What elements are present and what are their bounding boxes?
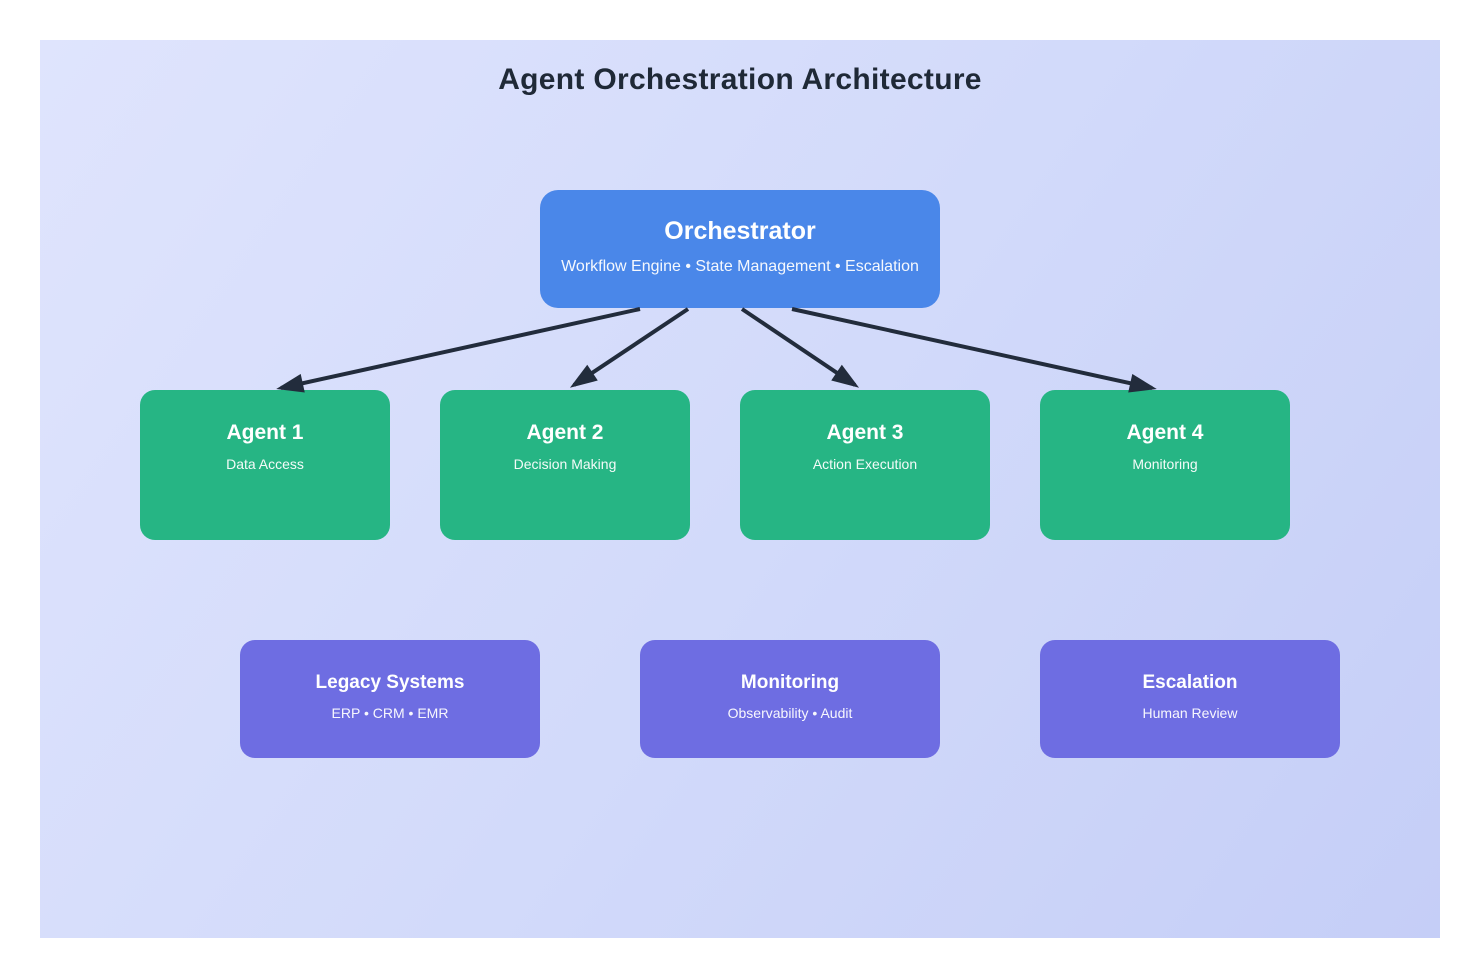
orchestrator-node-title: Orchestrator bbox=[664, 217, 816, 245]
monitoring-node-title: Monitoring bbox=[740, 672, 840, 693]
agent-3-node-subtitle: Action Execution bbox=[812, 456, 918, 472]
agent-4-node: Agent 4 Monitoring bbox=[1040, 390, 1290, 540]
agent-3-node: Agent 3 Action Execution bbox=[740, 390, 990, 540]
agent-4-node-subtitle: Monitoring bbox=[1132, 456, 1198, 472]
agent-2-node: Agent 2 Decision Making bbox=[440, 390, 690, 540]
agent-1-node-title: Agent 1 bbox=[226, 421, 304, 444]
orchestrator-node-subtitle: Workflow Engine • State Management • Esc… bbox=[561, 258, 919, 275]
escalation-node-subtitle: Human Review bbox=[1142, 705, 1238, 721]
agent-2-node-title: Agent 2 bbox=[526, 421, 604, 444]
monitoring-node-subtitle: Observability • Audit bbox=[727, 705, 853, 721]
agent-1-node-subtitle: Data Access bbox=[226, 456, 304, 472]
diagram-title: Agent Orchestration Architecture bbox=[498, 63, 982, 96]
legacy-systems-node: Legacy Systems ERP • CRM • EMR bbox=[240, 640, 540, 758]
legacy-systems-node-subtitle: ERP • CRM • EMR bbox=[331, 705, 449, 721]
escalation-node-title: Escalation bbox=[1142, 672, 1238, 693]
agent-4-node-title: Agent 4 bbox=[1126, 421, 1204, 444]
diagram-canvas: Agent Orchestration Architecture Orchest… bbox=[40, 40, 1440, 938]
legacy-systems-node-title: Legacy Systems bbox=[315, 672, 465, 693]
orchestrator-node: Orchestrator Workflow Engine • State Man… bbox=[540, 190, 940, 308]
agent-3-node-title: Agent 3 bbox=[826, 421, 904, 444]
agent-1-node: Agent 1 Data Access bbox=[140, 390, 390, 540]
agent-2-node-subtitle: Decision Making bbox=[513, 456, 617, 472]
escalation-node: Escalation Human Review bbox=[1040, 640, 1340, 758]
monitoring-node: Monitoring Observability • Audit bbox=[640, 640, 940, 758]
